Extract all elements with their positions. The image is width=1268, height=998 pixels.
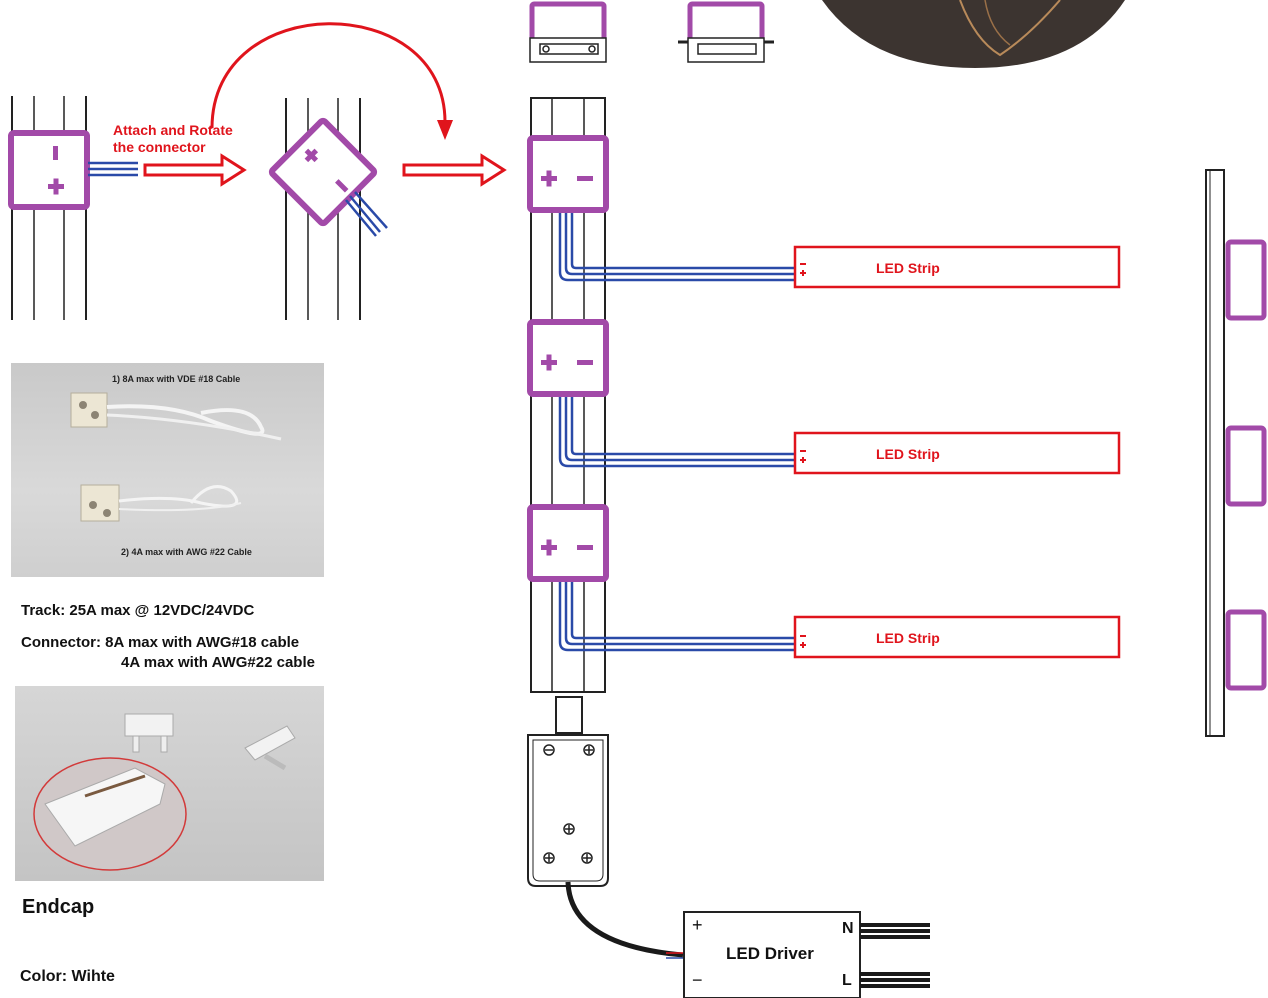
driver-label: LED Driver [726, 944, 814, 963]
wires-strip-3 [558, 580, 795, 652]
connector-top-view-icon [529, 1, 607, 63]
track-spec: Track: 25A max @ 12VDC/24VDC [21, 602, 255, 619]
wires-step-1 [88, 161, 138, 177]
connector-step-1 [8, 130, 90, 210]
photo-caption-2: 2) 4A max with AWG #22 Cable [121, 547, 252, 557]
driver-plus: + [692, 915, 703, 935]
driver-cable [565, 881, 684, 959]
color-label: Color: Wihte [20, 968, 115, 985]
led-strip-3 [793, 615, 1121, 659]
wires-strip-1 [558, 210, 795, 282]
wires-step-2 [345, 191, 388, 237]
driver-minus: − [692, 970, 703, 990]
instruction-line-1: Attach and Rotate [113, 122, 233, 138]
connector-side-view-icon [678, 1, 774, 63]
rotate-arrow-icon [210, 22, 453, 140]
photo-caption-1: 1) 8A max with VDE #18 Cable [112, 374, 241, 384]
connector-step-2-rotated [268, 117, 378, 227]
driver-n-terminal: N [842, 920, 854, 937]
endcap-title: Endcap [22, 896, 95, 918]
connector-spec-line-2: 4A max with AWG#22 cable [121, 654, 315, 671]
connector-main-1 [527, 135, 609, 213]
instruction-line-2: the connector [113, 139, 206, 155]
led-driver [683, 911, 930, 998]
connector-main-3 [527, 504, 609, 582]
arrow-right-2-icon [402, 153, 507, 187]
led-strip-label-1: LED Strip [876, 260, 940, 276]
endcap-photo [15, 686, 324, 881]
led-strip-1 [793, 245, 1121, 289]
connector-main-2 [527, 319, 609, 397]
track-side-profile [1205, 169, 1267, 737]
connector-spec-line-1: Connector: 8A max with AWG#18 cable [21, 634, 300, 651]
led-strip-2 [793, 431, 1121, 475]
led-strip-label-2: LED Strip [876, 446, 940, 462]
connector-cables-photo: 1) 8A max with VDE #18 Cable 2) 4A max w… [11, 363, 324, 577]
arrow-right-1-icon [143, 153, 247, 187]
track-closeup-photo [822, 0, 1125, 68]
wires-strip-2 [558, 395, 795, 468]
led-strip-label-3: LED Strip [876, 630, 940, 646]
driver-l-terminal: L [842, 972, 852, 989]
power-feed-connector [527, 696, 609, 887]
